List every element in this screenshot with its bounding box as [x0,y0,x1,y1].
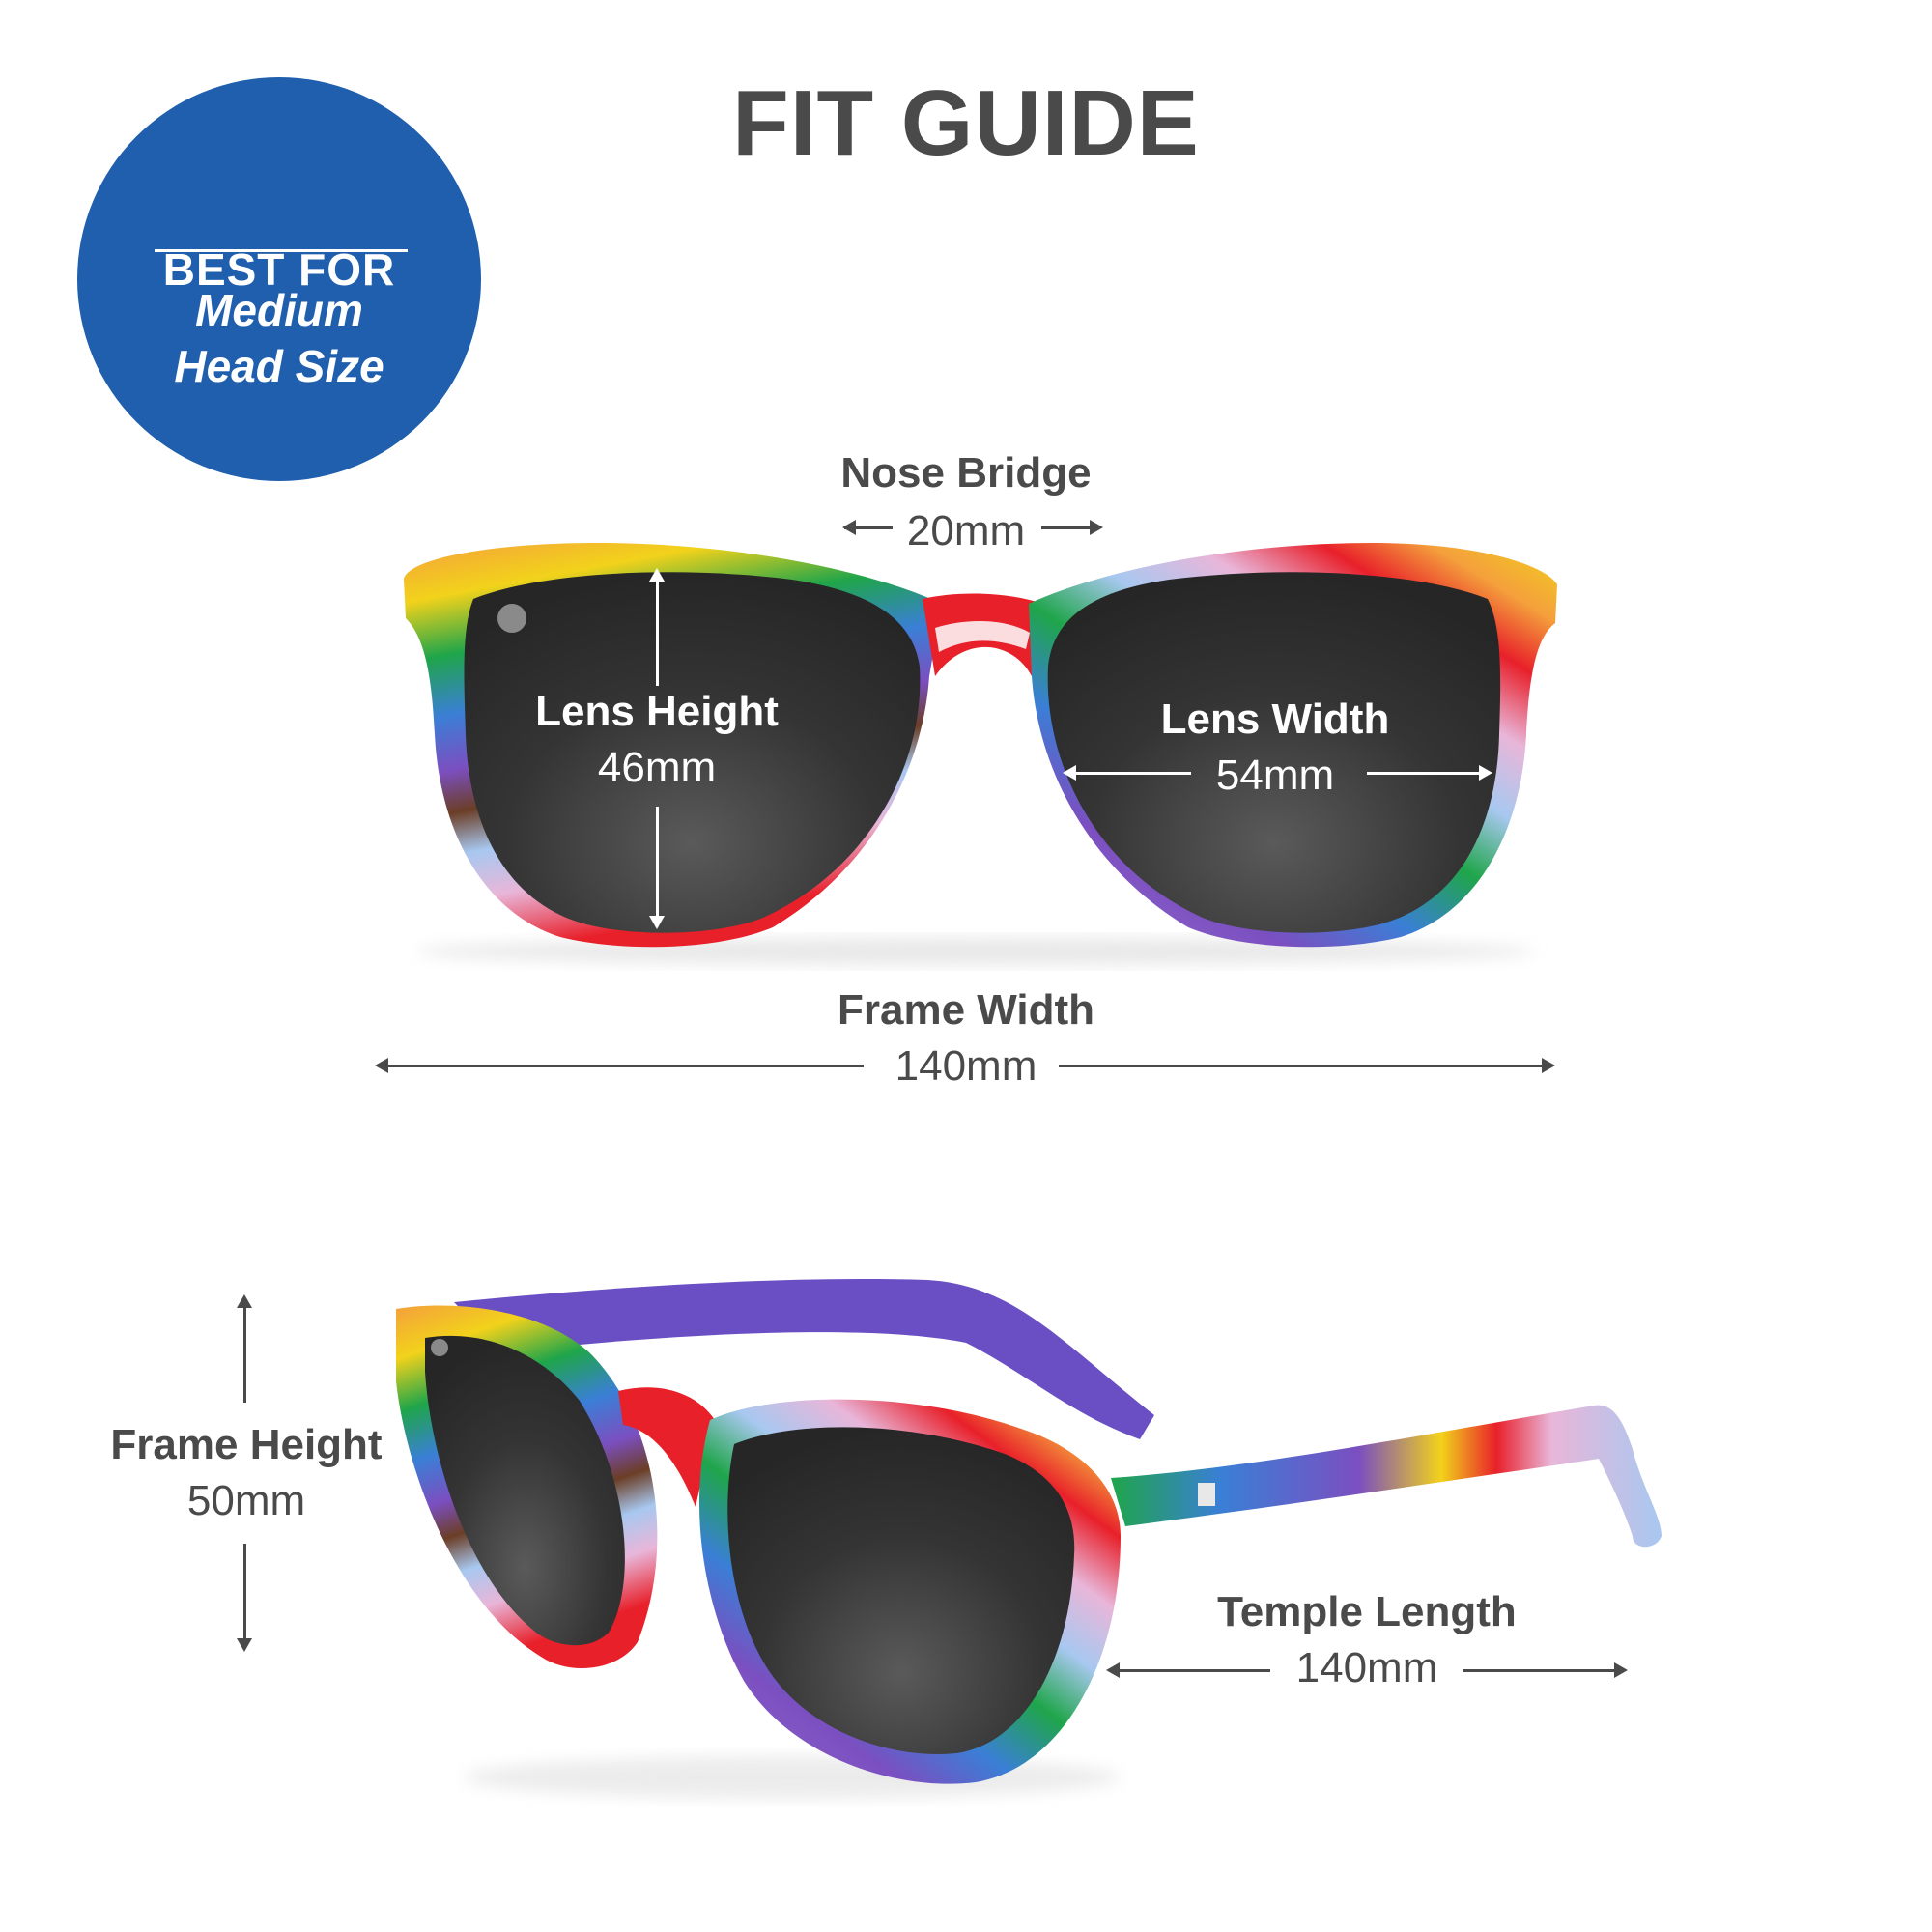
temple-length-value: 140mm [1295,1644,1438,1691]
left-lens [464,572,921,933]
badge-subtitle-line2: Head Size [174,341,384,391]
arrow-right-icon [1090,520,1103,535]
badge-divider [155,249,408,252]
best-for-badge: BEST FOR Medium Head Size [77,77,481,481]
temple-logo-icon [1198,1483,1215,1506]
lens-width-value: 54mm [1215,752,1335,799]
nose-bridge-value: 20mm [906,507,1026,554]
arrow-left-icon [375,1058,388,1073]
front-view-glasses [404,543,1557,965]
angled-view-glasses [396,1279,1662,1799]
lens-height-label: Lens Height [535,688,779,735]
frame-width-arrow-left [384,1065,864,1067]
temple-length-arrow-right [1463,1669,1616,1672]
lens-width-label: Lens Width [1160,696,1390,743]
arrow-up-icon [237,1294,252,1308]
arrow-right-icon [1542,1058,1555,1073]
lens-height-arrow-down [656,807,659,918]
arrow-down-icon [237,1638,252,1652]
lens-height-value: 46mm [597,744,717,791]
arrow-up-icon [649,568,665,582]
frame-height-value: 50mm [186,1477,306,1524]
badge-title: BEST FOR [162,244,396,295]
frame-width-value: 140mm [895,1042,1037,1090]
arrow-left-icon [1106,1662,1120,1678]
temple-length-label: Temple Length [1217,1588,1517,1635]
badge-subtitle: Medium Head Size [77,282,481,394]
frame-width-label: Frame Width [837,986,1095,1034]
frame-height-arrow-down [243,1544,246,1640]
nose-bridge-arrow-right [1041,526,1090,529]
right-lens [1047,572,1501,933]
page-title: FIT GUIDE [732,71,1200,175]
nose-bridge-arrow-left [844,526,893,529]
frame-height-arrow-up [243,1306,246,1403]
badge-subtitle-line1: Medium [195,285,363,335]
arrow-right-icon [1614,1662,1628,1678]
nose-bridge-label: Nose Bridge [840,449,1092,497]
arrow-left-icon [842,520,856,535]
frame-width-arrow-right [1059,1065,1544,1067]
lens-width-arrow-left [1067,772,1191,775]
frame-height-label: Frame Height [110,1421,383,1468]
brand-logo-icon [497,604,526,633]
arrow-right-icon [1479,765,1492,781]
lens-height-arrow-up [656,580,659,686]
lens-width-arrow-right [1367,772,1481,775]
arrow-left-icon [1063,765,1076,781]
temple-length-arrow-left [1118,1669,1270,1672]
arrow-down-icon [649,916,665,929]
